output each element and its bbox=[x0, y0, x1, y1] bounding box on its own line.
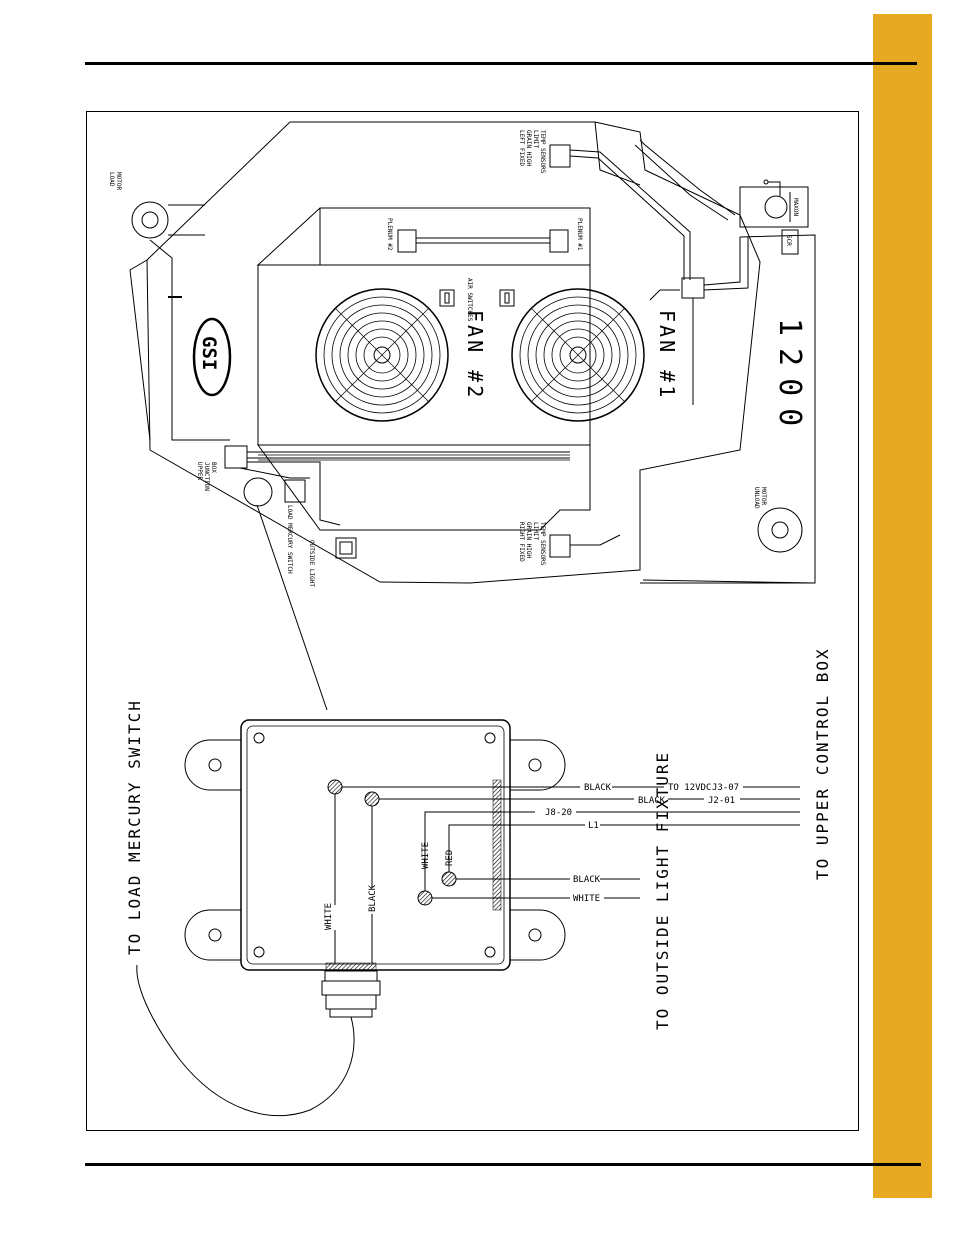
plenum-sensor-icons bbox=[397, 229, 569, 253]
wire-red-label: RED bbox=[445, 850, 455, 866]
svg-text:TEMP SENSORS: TEMP SENSORS bbox=[539, 130, 546, 174]
left-temp-sensor-icon bbox=[549, 144, 691, 280]
gsi-logo: GSI bbox=[192, 317, 232, 397]
to-outside-light-fixture-title: TO OUTSIDE LIGHT FIXTURE bbox=[653, 751, 672, 1030]
wire-white-label: WHITE bbox=[324, 903, 334, 930]
to-upper-control-box-title: TO UPPER CONTROL BOX bbox=[813, 647, 832, 880]
l1-label: L1 bbox=[588, 821, 599, 831]
wire-black-label: BLACK bbox=[368, 884, 378, 912]
wire-black-light-label: BLACK bbox=[573, 875, 601, 885]
unload-motor-icon bbox=[757, 507, 803, 553]
center-junction-box bbox=[634, 139, 749, 405]
svg-text:MOTOR: MOTOR bbox=[760, 487, 767, 505]
dryer-outline bbox=[129, 121, 816, 584]
svg-text:MOTOR: MOTOR bbox=[115, 172, 122, 190]
wire-white-light-label: WHITE bbox=[573, 894, 600, 904]
detail-leader-line bbox=[256, 504, 328, 711]
model-number: 1200 bbox=[772, 318, 807, 438]
to-load-mercury-switch-title: TO LOAD MERCURY SWITCH bbox=[125, 699, 144, 955]
outside-light-label: OUTSIDE LIGHT bbox=[308, 540, 315, 587]
svg-text:GRAIN HIGH: GRAIN HIGH bbox=[525, 130, 532, 167]
j2-01-label: J2-01 bbox=[708, 796, 735, 806]
plenum-1-label: PLENUM #1 bbox=[576, 218, 583, 251]
unload-motor-label: UNLOAD MOTOR bbox=[753, 487, 767, 509]
svg-text:BOX: BOX bbox=[210, 462, 217, 473]
footer-rule bbox=[85, 1163, 921, 1166]
outside-light-icon bbox=[335, 537, 357, 559]
junction-box-enclosure bbox=[184, 719, 566, 971]
scr-label: SCR bbox=[785, 235, 792, 246]
svg-text:GRAIN HIGH: GRAIN HIGH bbox=[525, 522, 532, 559]
section-tab bbox=[873, 14, 932, 1198]
load-mercury-switch-label: LOAD MERCURY SWITCH bbox=[286, 505, 293, 574]
gsi-logo-text: GSI bbox=[198, 336, 220, 370]
svg-text:UNLOAD: UNLOAD bbox=[753, 487, 760, 509]
wire-runs bbox=[334, 786, 800, 963]
bottom-entry-strip bbox=[325, 962, 377, 972]
right-sensor-label: RIGHT FIXED GRAIN HIGH LIMIT TEMP SENSOR… bbox=[518, 522, 546, 566]
svg-text:TEMP SENSORS: TEMP SENSORS bbox=[539, 522, 546, 566]
wire-black-12vdc-label: BLACK bbox=[584, 783, 612, 793]
maxon-label: MAXON bbox=[792, 198, 799, 216]
cable-gland-icon bbox=[136, 964, 381, 1117]
load-mercury-switch-icon bbox=[243, 477, 306, 507]
diagram-frame bbox=[86, 111, 859, 1131]
svg-text:LOAD: LOAD bbox=[108, 172, 115, 187]
svg-text:RIGHT FIXED: RIGHT FIXED bbox=[518, 522, 525, 562]
plenum-housing bbox=[256, 207, 591, 531]
fan-1-label: FAN #1 bbox=[655, 310, 679, 400]
upper-junction-label: UPPER JUNCTION BOX bbox=[196, 462, 217, 491]
air-switches-label: AIR SWITCHES bbox=[466, 278, 473, 322]
svg-text:LIMIT: LIMIT bbox=[532, 130, 539, 148]
svg-text:UPPER: UPPER bbox=[196, 462, 203, 480]
header-rule bbox=[85, 62, 917, 65]
j8-20-label: J8-20 bbox=[545, 808, 572, 818]
svg-text:JUNCTION: JUNCTION bbox=[203, 462, 210, 491]
fan-2-icon bbox=[315, 288, 449, 422]
air-switch-icons bbox=[439, 289, 515, 307]
load-motor-icon bbox=[131, 201, 230, 441]
wire-black-j2-label: BLACK bbox=[638, 796, 666, 806]
fan-1-icon bbox=[511, 288, 645, 422]
fan-2-label: FAN #2 bbox=[463, 310, 487, 400]
maxon-valve-icon bbox=[739, 179, 809, 255]
svg-text:LEFT FIXED: LEFT FIXED bbox=[518, 130, 525, 167]
upper-junction-box-icon bbox=[224, 445, 570, 526]
to-12vdc-label: TO 12VDC bbox=[668, 783, 711, 793]
left-sensor-label: LEFT FIXED GRAIN HIGH LIMIT TEMP SENSORS bbox=[518, 130, 546, 174]
right-temp-sensor-icon bbox=[549, 534, 621, 558]
plenum-2-label: PLENUM #2 bbox=[386, 218, 393, 251]
right-entry-strip bbox=[492, 779, 502, 911]
wire-white-2-label: WHITE bbox=[421, 842, 431, 869]
svg-text:LIMIT: LIMIT bbox=[532, 522, 539, 540]
load-motor-label: LOAD MOTOR bbox=[108, 172, 122, 190]
j3-07-label: J3-07 bbox=[712, 783, 739, 793]
